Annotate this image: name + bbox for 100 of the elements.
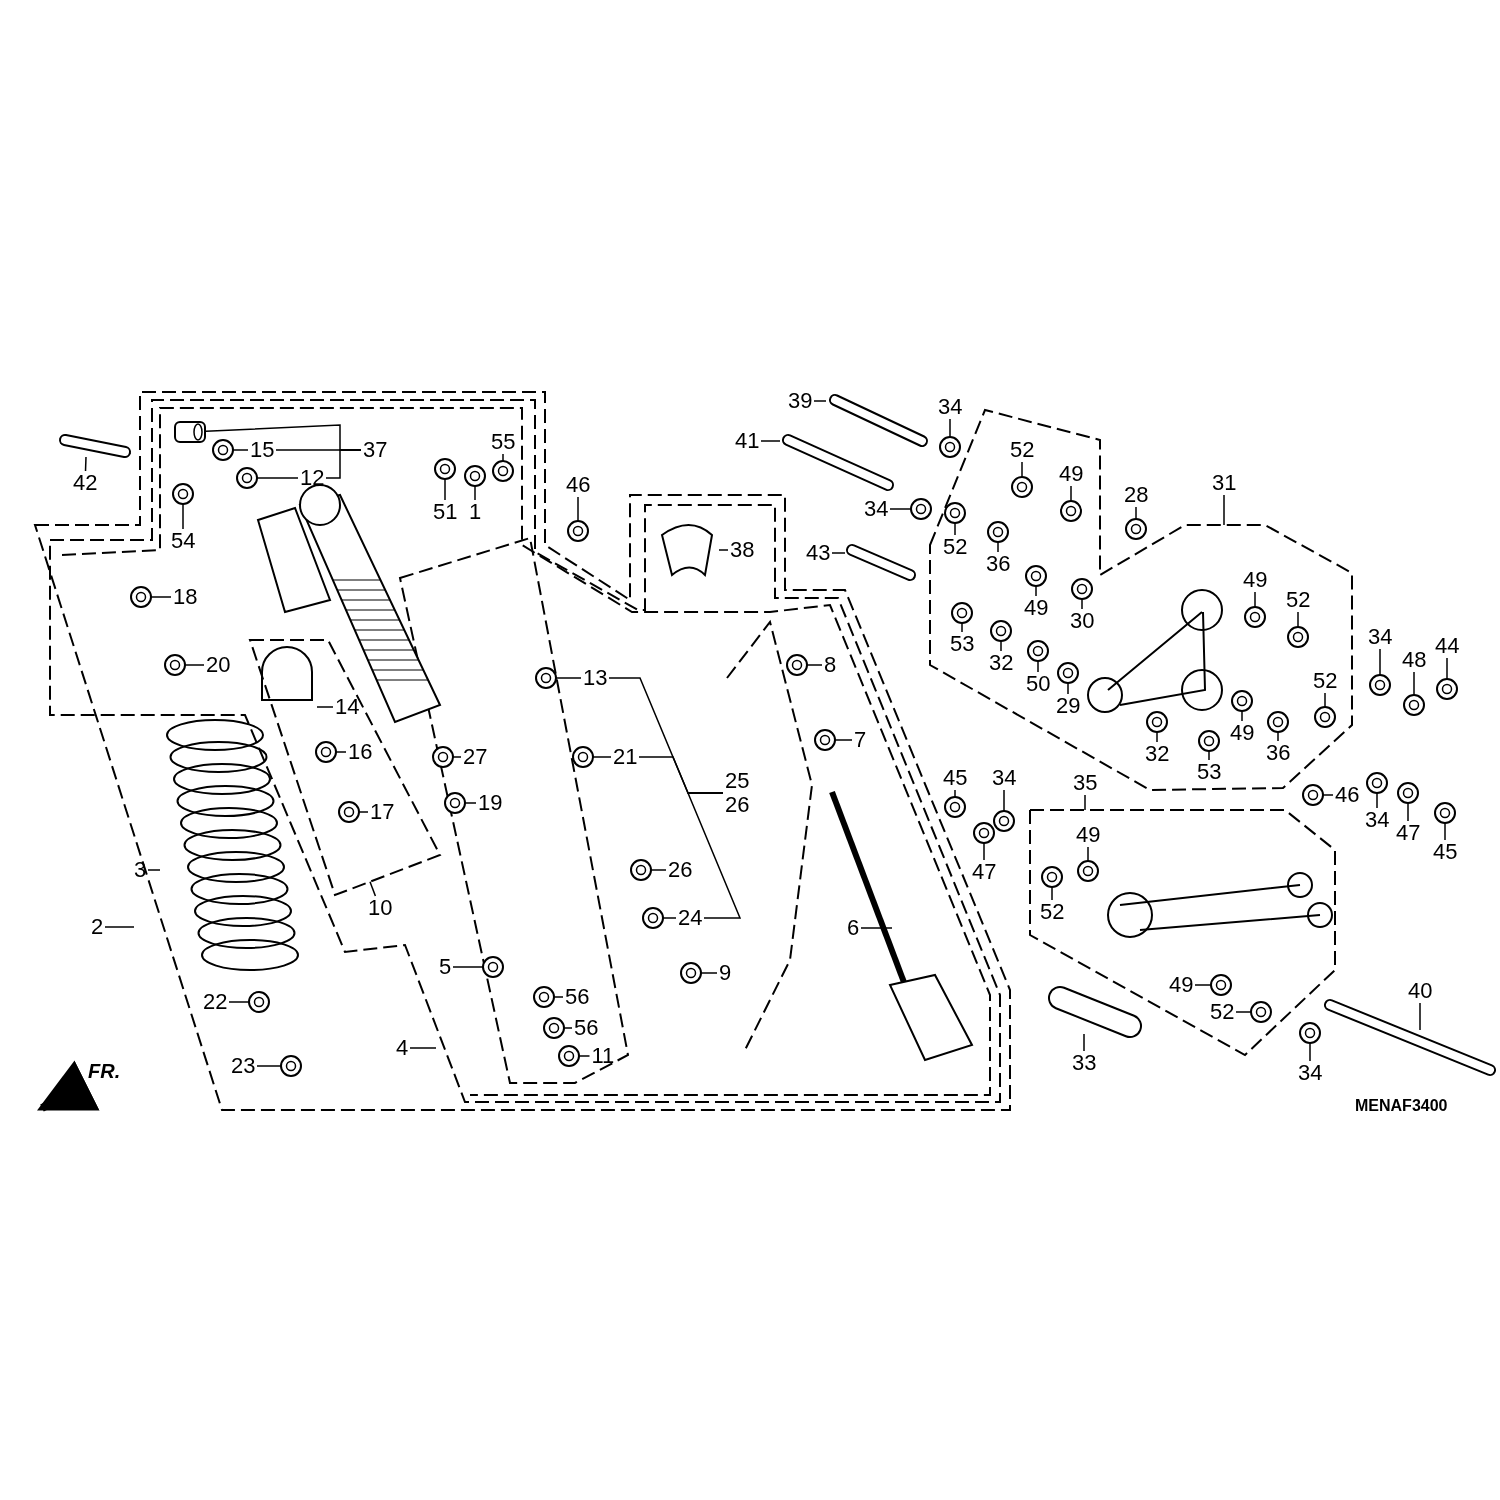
callout-number: 34 [990,766,1019,790]
leader-line [1446,657,1448,680]
callout-number: 56 [572,1016,601,1040]
callout-number: 32 [987,651,1016,675]
leader-line [983,842,985,861]
washer-part [443,791,467,815]
callout-number: 1 [467,500,484,524]
leader-line [502,453,504,462]
leader-line [813,400,827,402]
leader-line [1223,494,1225,526]
washer-part [1059,499,1083,523]
washer-part [235,466,259,490]
washer-part [431,745,455,769]
washer-part [1040,865,1064,889]
callout-number: 35 [1071,771,1100,795]
callout-number: 43 [804,541,833,565]
washer-part [279,1054,303,1078]
leader-line [1208,750,1210,761]
callout-number: 53 [1195,760,1224,784]
leader-line [182,503,184,530]
valve-part [174,421,206,443]
callout-number: 13 [581,666,610,690]
callout-number: 52 [1038,900,1067,924]
callout-number: 49 [1241,568,1270,592]
leader-line [228,1001,250,1003]
washer-part [534,666,558,690]
leader-line [997,541,999,553]
leader-line [316,706,334,708]
callout-number: 49 [1022,596,1051,620]
washer-part [1124,517,1148,541]
callout-number: 44 [1433,634,1462,658]
washer-part [1249,1000,1273,1024]
leader-line [1407,802,1409,822]
washer-part [129,585,153,609]
washer-part [972,821,996,845]
washer-part [992,809,1016,833]
callout-number: 52 [1311,669,1340,693]
callout-number: 4 [394,1036,411,1060]
callout-number: 25 26 [723,769,752,817]
washer-part [532,985,556,1009]
washer-part [557,1044,581,1068]
washer-part [1298,1021,1322,1045]
washer-part [1435,677,1459,701]
callout-number: 49 [1074,823,1103,847]
callout-number: 24 [676,906,705,930]
leader-line [256,1065,282,1067]
callout-number: 7 [852,728,869,752]
washer-part [679,961,703,985]
leader-line [1035,585,1037,597]
leader-line [1087,846,1089,862]
washer-part [1368,673,1392,697]
washer-part [1402,693,1426,717]
callout-number: 17 [368,800,397,824]
leader-line [1084,794,1086,811]
callout-number: 41 [733,429,762,453]
callout-number: 2 [89,915,106,939]
callout-number: 26 [666,858,695,882]
callout-number: 34 [936,395,965,419]
callout-number: 9 [717,961,734,985]
washer-part [247,990,271,1014]
leader-line [1419,1002,1421,1031]
leader-line [889,508,912,510]
callout-number: 16 [346,740,375,764]
leader-line [1444,822,1446,841]
callout-number: 47 [970,860,999,884]
washer-part [571,745,595,769]
washer-part [1365,771,1389,795]
washer-part [1076,859,1100,883]
callout-number: 36 [1264,741,1293,765]
washer-part [566,519,590,543]
leader-line [452,966,484,968]
callout-number: 32 [1143,742,1172,766]
washer-part [943,795,967,819]
leader-line [577,496,579,522]
washer-part [986,520,1010,544]
callout-number: 14 [333,695,362,719]
callout-number: 52 [941,535,970,559]
callout-number: 28 [1122,483,1151,507]
callout-number: 34 [1296,1061,1325,1085]
washer-part [943,501,967,525]
callout-number: 6 [845,916,862,940]
callout-number: 45 [941,766,970,790]
washer-part [1024,564,1048,588]
washer-part [1266,710,1290,734]
callout-number: 29 [1054,694,1083,718]
washer-part [1313,705,1337,729]
leader-line [1324,692,1326,708]
leader-line [1241,710,1243,722]
leader-line [1000,640,1002,652]
callout-number: 34 [1366,625,1395,649]
callout-number: 49 [1228,721,1257,745]
direction-label: FR. [88,1060,121,1083]
leader-line [1021,461,1023,478]
leader-line [444,478,446,501]
leader-line [1376,792,1378,809]
callout-number: 33 [1070,1051,1099,1075]
leader-line [831,552,846,554]
leader-line [760,440,781,442]
callout-number: 37 [361,438,390,462]
leader-line [1067,682,1069,695]
